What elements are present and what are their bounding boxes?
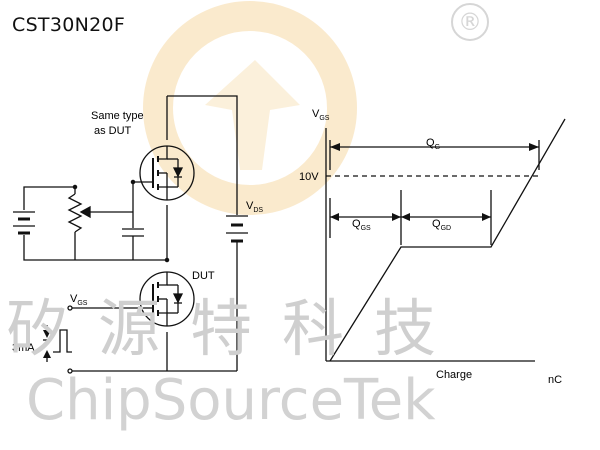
- chinese-watermark: 矽源特科技: [6, 292, 467, 365]
- vgs-input-label: VGS: [70, 293, 88, 307]
- same-type-label-line1: Same type: [91, 110, 144, 122]
- mosfet-reference: [130, 145, 195, 212]
- logo-watermark: [143, 1, 357, 215]
- qg-label: QG: [426, 137, 440, 151]
- english-watermark: ChipSourceTek: [26, 368, 436, 433]
- dimension-arrowheads: [330, 143, 539, 221]
- same-type-label-line2: as DUT: [94, 125, 132, 137]
- current-label: 3mA: [12, 342, 35, 354]
- x-axis-label: Charge: [436, 369, 472, 381]
- vds-label: VDS: [246, 200, 263, 214]
- qgs-label: QGS: [352, 218, 371, 232]
- ten-volt-label: 10V: [299, 171, 319, 183]
- x-axis-unit: nC: [548, 374, 562, 386]
- test-circuit: [67, 95, 248, 374]
- vgs-curve: [329, 118, 566, 362]
- qgd-label: QGD: [432, 218, 451, 232]
- mosfet-dut: [67, 271, 195, 327]
- registered-mark-watermark: ®: [451, 3, 489, 41]
- vgs-axis-label: VGS: [312, 108, 330, 122]
- part-number-title: CST30N20F: [12, 14, 126, 36]
- dut-label: DUT: [192, 270, 215, 282]
- gate-current-source: [43, 325, 72, 362]
- gate-charge-waveform: [325, 118, 566, 362]
- gate-bias-network: [13, 184, 170, 263]
